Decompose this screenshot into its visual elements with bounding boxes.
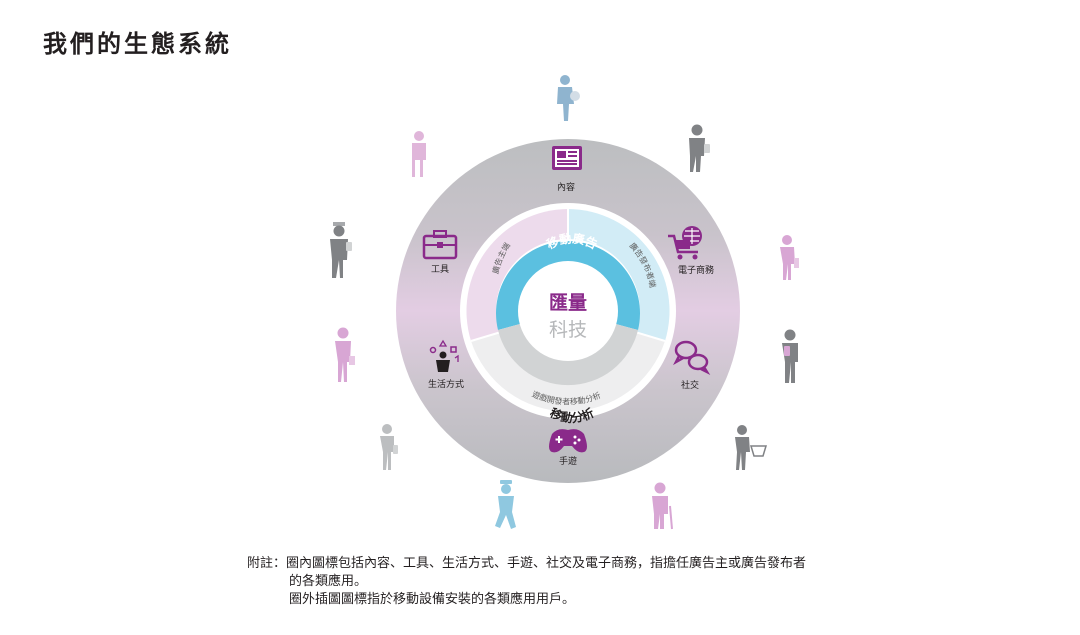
user-figure-top-right [689, 124, 710, 172]
page-title: 我們的生態系統 [43, 30, 232, 58]
footnote-line-2: 圈外插圖圖標指於移動設備安裝的各類應用用戶。 [289, 592, 576, 607]
user-figure-right-upper [780, 235, 799, 280]
ecosystem-diagram: 匯量 科技 移動廣告 移動分析 廣告主端 廣告發布者端 遊戲開發者移動分析 內容… [330, 75, 799, 530]
tools-label: 工具 [431, 264, 449, 275]
shopping-cart-icon [668, 226, 702, 260]
content-label: 內容 [557, 181, 575, 193]
lifestyle-icon [429, 339, 459, 372]
user-figure-right-lower [735, 425, 768, 470]
user-figure-left-lower [380, 424, 398, 470]
social-label: 社交 [681, 379, 699, 391]
user-figure-left-upper [330, 222, 352, 278]
footnote-line-1-cont: 的各類應用。 [289, 574, 368, 589]
center-line2: 科技 [549, 319, 587, 341]
lifestyle-label: 生活方式 [428, 378, 464, 390]
gamepad-icon [549, 429, 587, 453]
user-figure-top-left [412, 131, 426, 177]
footnote-row-1: 附註： 圈內圖標包括內容、工具、生活方式、手遊、社交及電子商務，指擔任廣告主或廣… [247, 555, 947, 573]
chat-bubbles-icon [673, 340, 711, 376]
footnote-line-1: 圈內圖標包括內容、工具、生活方式、手遊、社交及電子商務，指擔任廣告主或廣告發布者 [286, 556, 807, 571]
newspaper-icon [552, 146, 582, 170]
center-circle [518, 261, 618, 361]
user-figure-left-middle [335, 327, 355, 382]
user-figure-bottom-right [652, 482, 673, 530]
user-figure-right-middle [782, 329, 798, 383]
user-figure-bottom-left [495, 480, 516, 529]
footnote: 附註： 圈內圖標包括內容、工具、生活方式、手遊、社交及電子商務，指擔任廣告主或廣… [247, 555, 947, 609]
center-line1: 匯量 [549, 292, 587, 314]
user-figure-top [557, 75, 580, 121]
toolbox-icon [422, 230, 458, 260]
mobile-analytics-label: 移動分析 [548, 405, 596, 426]
mobile-analytics-label-wrap: 移動分析 [548, 405, 596, 426]
footnote-label: 附註： [247, 556, 287, 571]
games-label: 手遊 [559, 455, 577, 467]
ecommerce-label: 電子商務 [678, 264, 714, 276]
